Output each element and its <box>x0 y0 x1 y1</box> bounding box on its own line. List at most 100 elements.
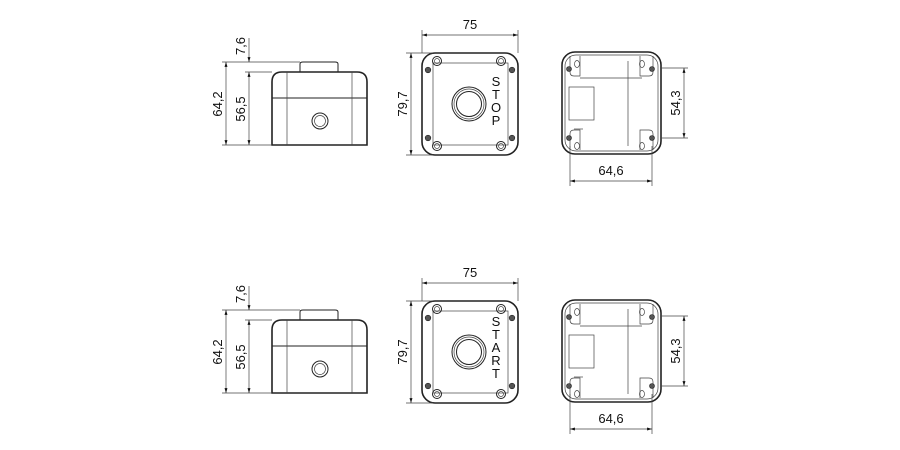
push-button-ring <box>453 88 485 120</box>
mounting-hole-icon <box>496 56 506 66</box>
button-cap <box>299 309 339 320</box>
push-button-icon <box>451 86 487 122</box>
mounting-hole-icon <box>496 304 506 314</box>
screw-icon <box>566 383 572 389</box>
back-view: 64,654,3 <box>561 51 688 186</box>
hole-spacing-x-label: 64,6 <box>598 411 623 426</box>
width-label: 75 <box>463 265 477 280</box>
label-plate <box>568 86 595 121</box>
button-label-letter: A <box>492 340 501 355</box>
button-label-letter: T <box>492 366 500 381</box>
enclosure-body <box>271 71 368 146</box>
corner-boss <box>639 56 654 77</box>
button-label-letter: O <box>491 100 501 115</box>
push-button-face <box>456 339 482 365</box>
button-height-label: 7,6 <box>233 285 248 303</box>
screw-icon <box>508 382 516 390</box>
button-label-letter: S <box>492 314 501 329</box>
screw-icon <box>424 66 432 74</box>
mounting-hole-inner <box>434 391 440 397</box>
corner-boss <box>639 304 654 325</box>
push-button-face <box>456 91 482 117</box>
button-label-letter: S <box>492 74 501 89</box>
screw-icon <box>566 314 572 320</box>
screw-icon <box>649 135 655 141</box>
mounting-hole-inner <box>498 306 504 312</box>
button-label-letter: T <box>492 327 500 342</box>
width-label: 75 <box>463 17 477 32</box>
mounting-hole-icon <box>574 60 580 68</box>
corner-boss <box>569 129 581 150</box>
body-height-label: 56,5 <box>233 96 248 121</box>
screw-icon <box>424 134 432 142</box>
mounting-hole-icon <box>574 308 580 316</box>
height-label: 79,7 <box>395 91 410 116</box>
cable-gland-icon <box>311 112 329 130</box>
screw-icon <box>566 66 572 72</box>
height-label: 79,7 <box>395 339 410 364</box>
lid-outline <box>432 310 509 394</box>
screw-icon <box>508 66 516 74</box>
button-label-letter: P <box>492 113 501 128</box>
hole-spacing-y-label: 54,3 <box>668 90 683 115</box>
cable-gland-inner <box>314 115 326 127</box>
screw-icon <box>508 134 516 142</box>
hole-spacing-y-label: 54,3 <box>668 338 683 363</box>
mounting-hole-inner <box>434 58 440 64</box>
side-view: 64,2 56,5 7,6 <box>210 37 368 146</box>
corner-boss <box>569 377 581 398</box>
total-height-label: 64,2 <box>210 339 225 364</box>
corner-boss <box>639 377 654 398</box>
mounting-hole-inner <box>498 391 504 397</box>
screw-icon <box>649 314 655 320</box>
push-button-icon <box>451 334 487 370</box>
screw-icon <box>566 135 572 141</box>
screw-icon <box>508 314 516 322</box>
screw-icon <box>424 314 432 322</box>
mounting-hole-icon <box>496 389 506 399</box>
mounting-hole-icon <box>639 142 645 150</box>
back-view: 64,6 54,3 <box>561 299 688 434</box>
lid-outline <box>432 62 509 146</box>
button-height-label: 7,6 <box>233 37 248 55</box>
enclosure-outline <box>421 300 519 404</box>
screw-icon <box>424 382 432 390</box>
mounting-hole-icon <box>639 60 645 68</box>
label-plate <box>568 334 595 369</box>
mounting-hole-icon <box>432 56 442 66</box>
side-view: 64,2 56,5 7,6 <box>210 285 368 394</box>
button-cap <box>299 61 339 72</box>
cable-gland-icon <box>311 360 329 378</box>
enclosure-outline <box>421 52 519 156</box>
button-label-letter: R <box>491 353 500 368</box>
mounting-hole-icon <box>496 141 506 151</box>
enclosure-back-inner <box>564 302 659 400</box>
mounting-hole-icon <box>639 390 645 398</box>
mounting-hole-inner <box>434 143 440 149</box>
total-height-label: 64,2 <box>210 91 225 116</box>
mounting-hole-icon <box>574 390 580 398</box>
mounting-hole-inner <box>434 306 440 312</box>
enclosure-back-outline <box>561 299 662 403</box>
button-label-letter: T <box>492 87 500 102</box>
cable-gland-inner <box>314 363 326 375</box>
enclosure-back-inner <box>564 54 659 152</box>
mounting-hole-inner <box>498 143 504 149</box>
enclosure-back-outline <box>561 51 662 155</box>
corner-boss <box>569 304 581 325</box>
mounting-hole-icon <box>574 142 580 150</box>
mounting-hole-icon <box>432 389 442 399</box>
mounting-hole-icon <box>639 308 645 316</box>
mounting-hole-inner <box>498 58 504 64</box>
screw-icon <box>649 66 655 72</box>
push-button-ring <box>453 336 485 368</box>
body-height-label: 56,5 <box>233 344 248 369</box>
mounting-hole-icon <box>432 141 442 151</box>
corner-boss <box>569 56 581 77</box>
mounting-hole-icon <box>432 304 442 314</box>
